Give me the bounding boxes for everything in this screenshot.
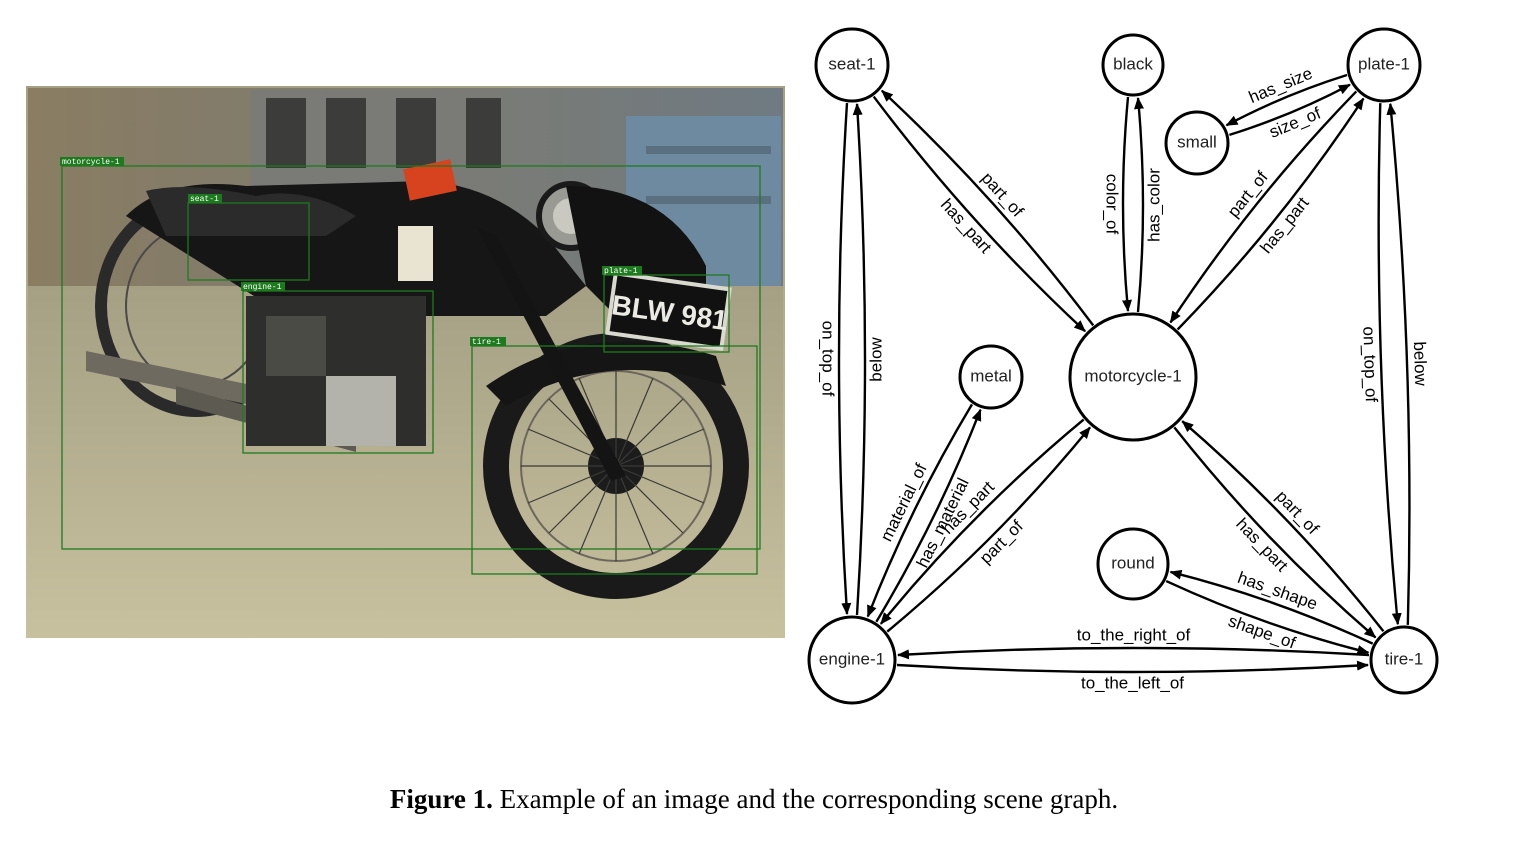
photo-illustration: BLW 981 motorcycle-1 seat-1 engine-1 pla… — [26, 86, 785, 638]
bbox-seat — [187, 202, 310, 281]
node-label-plate: plate-1 — [1358, 54, 1410, 73]
motorcycle-photo: BLW 981 motorcycle-1 seat-1 engine-1 pla… — [26, 86, 785, 638]
edge-tire-motorcycle — [1181, 420, 1385, 633]
edge-label-black-motorcycle: color_of — [1103, 174, 1122, 235]
bbox-plate — [603, 274, 730, 353]
edge-seat-motorcycle — [872, 95, 1086, 333]
node-label-tire: tire-1 — [1385, 649, 1424, 668]
edge-tire-round — [1169, 569, 1374, 645]
node-round — [1096, 527, 1170, 601]
bbox-label-plate: plate-1 — [604, 267, 638, 276]
bbox-label-tire: tire-1 — [472, 338, 501, 347]
edge-motorcycle-tire — [1173, 426, 1377, 639]
node-label-small: small — [1177, 132, 1217, 151]
edge-label-plate-tire: on_top_of — [1359, 326, 1381, 403]
edge-tire-plate — [1386, 102, 1411, 625]
node-label-engine: engine-1 — [819, 649, 885, 668]
bbox-label-engine: engine-1 — [243, 283, 282, 292]
node-label-black: black — [1113, 54, 1153, 73]
figure-caption: Figure 1. Example of an image and the co… — [0, 784, 1508, 815]
edge-plate-motorcycle — [1169, 90, 1358, 324]
node-black — [1101, 33, 1165, 97]
edge-plate-small — [1225, 73, 1348, 127]
edge-label-tire-plate: below — [1410, 341, 1431, 387]
caption-text: Example of an image and the correspondin… — [499, 784, 1119, 814]
node-small — [1164, 110, 1230, 176]
edge-small-plate — [1229, 83, 1351, 137]
edge-label-motorcycle-tire: has_part — [1232, 514, 1292, 575]
edge-label-round-tire: shape_of — [1226, 611, 1299, 652]
node-label-motorcycle: motorcycle-1 — [1084, 366, 1181, 385]
bbox-label-seat: seat-1 — [190, 195, 219, 204]
graph-nodes: seat-1 black plate-1 small motorcycle-1 metal… — [807, 27, 1439, 705]
node-plate — [1346, 27, 1422, 103]
edge-motorcycle-black — [1134, 97, 1145, 313]
edge-label-seat-engine: on_top_of — [819, 321, 838, 397]
bbox-tire — [471, 345, 758, 575]
edge-black-motorcycle — [1121, 96, 1132, 312]
edge-seat-engine — [837, 102, 852, 615]
edge-label-engine-seat: below — [866, 337, 885, 382]
edge-label-tire-engine: to_the_right_of — [1077, 625, 1191, 644]
node-seat — [814, 27, 890, 103]
edge-label-motorcycle-black: has_color — [1144, 168, 1163, 242]
edge-motorcycle-engine — [879, 418, 1085, 625]
edge-plate-tire — [1377, 103, 1402, 626]
edge-motorcycle-seat — [880, 89, 1095, 327]
edge-label-engine-motorcycle: part_of — [976, 516, 1027, 567]
edge-label-motorcycle-plate: has_part — [1256, 193, 1312, 257]
node-label-seat: seat-1 — [828, 54, 875, 73]
edge-label-engine-tire: to_the_left_of — [1081, 673, 1184, 692]
bbox-motorcycle — [61, 165, 761, 550]
edge-engine-seat — [852, 103, 867, 616]
bbox-label-motorcycle: motorcycle-1 — [62, 158, 120, 167]
edge-tire-engine — [897, 646, 1370, 660]
edge-engine-metal — [875, 408, 982, 623]
edge-engine-motorcycle — [886, 426, 1091, 633]
node-label-metal: metal — [970, 366, 1012, 385]
caption-label: Figure 1. — [389, 784, 493, 814]
edge-engine-tire — [896, 660, 1369, 674]
edge-metal-engine — [866, 403, 973, 618]
edge-round-tire — [1165, 579, 1370, 655]
node-tire — [1369, 625, 1439, 695]
edge-label-seat-motorcycle: has_part — [937, 195, 996, 257]
edge-motorcycle-plate — [1176, 97, 1365, 331]
node-engine — [807, 615, 897, 705]
bbox-engine — [242, 290, 434, 454]
node-metal — [958, 344, 1024, 410]
node-label-round: round — [1111, 553, 1154, 572]
node-motorcycle — [1068, 312, 1198, 442]
